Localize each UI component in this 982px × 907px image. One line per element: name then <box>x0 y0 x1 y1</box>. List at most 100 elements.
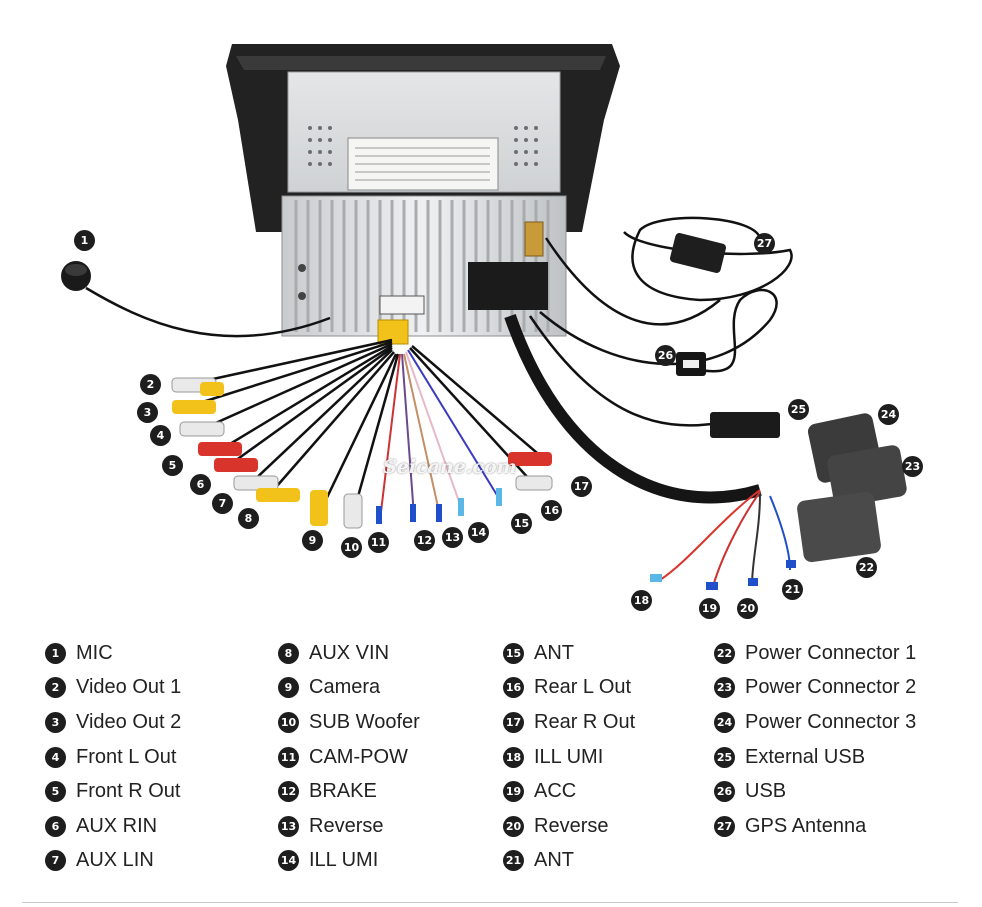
legend-number: 5 <box>45 781 66 803</box>
callout-3: 3 <box>137 402 158 423</box>
gps-antenna <box>544 216 793 326</box>
legend-label: Reverse <box>534 814 609 837</box>
legend-number: 13 <box>278 815 299 837</box>
callout-20: 20 <box>737 598 758 619</box>
callout-24: 24 <box>878 404 899 425</box>
external-usb <box>528 315 780 438</box>
callout-14: 14 <box>468 522 489 543</box>
legend-number: 12 <box>278 781 299 803</box>
legend-item: 4 Front L Out <box>45 740 181 775</box>
legend-number: 24 <box>714 711 735 733</box>
legend-item: 5 Front R Out <box>45 774 181 809</box>
legend-number: 26 <box>714 781 735 803</box>
legend-number: 1 <box>45 642 66 664</box>
legend-label: Power Connector 3 <box>745 710 917 733</box>
legend-number: 19 <box>503 781 524 803</box>
callout-21: 21 <box>782 579 803 600</box>
legend-label: External USB <box>745 745 866 768</box>
vent-holes-right <box>514 126 538 166</box>
legend-item: 10 SUB Woofer <box>278 705 420 740</box>
legend-label: Front L Out <box>76 745 177 768</box>
legend-item: 6 AUX RIN <box>45 809 181 844</box>
legend-label: AUX RIN <box>76 814 158 837</box>
legend-number: 16 <box>503 677 524 699</box>
legend-label: Power Connector 2 <box>745 676 917 699</box>
legend-item: 8 AUX VIN <box>278 636 420 671</box>
callout-19: 19 <box>699 598 720 619</box>
callout-16: 16 <box>541 500 562 521</box>
legend-number: 4 <box>45 746 66 768</box>
legend-label: ACC <box>534 780 577 803</box>
legend-label: ILL UMI <box>534 745 604 768</box>
legend-number: 15 <box>503 642 524 664</box>
rca-harness <box>171 319 796 590</box>
legend-label: SUB Woofer <box>309 710 420 733</box>
legend-item: 16 Rear L Out <box>503 671 635 706</box>
legend-label: Reverse <box>309 814 384 837</box>
callout-12: 12 <box>414 530 435 551</box>
bottom-divider <box>22 902 958 903</box>
legend-number: 9 <box>278 677 299 699</box>
legend-label: MIC <box>76 641 113 664</box>
legend-number: 22 <box>714 642 735 664</box>
legend-label: Video Out 1 <box>76 676 182 699</box>
callout-10: 10 <box>341 537 362 558</box>
legend-number: 17 <box>503 711 524 733</box>
legend-label: GPS Antenna <box>745 814 867 837</box>
callout-9: 9 <box>302 530 323 551</box>
callout-18: 18 <box>631 590 652 611</box>
legend-label: AUX VIN <box>309 641 390 664</box>
callout-26: 26 <box>655 345 676 366</box>
legend-item: 1 MIC <box>45 636 181 671</box>
vent-holes-left <box>308 126 332 166</box>
wiring-diagram: Seicane.com 1 2 3 4 5 6 7 8 9 10 11 12 1… <box>61 44 923 619</box>
legend-number: 3 <box>45 711 66 733</box>
callout-7: 7 <box>212 493 233 514</box>
callout-27: 27 <box>754 233 775 254</box>
legend-number: 18 <box>503 746 524 768</box>
legend-label: Video Out 2 <box>76 710 182 733</box>
legend-item: 26 USB <box>714 774 916 809</box>
callout-8: 8 <box>238 508 259 529</box>
legend-item: 22 Power Connector 1 <box>714 636 916 671</box>
legend-number: 21 <box>503 850 524 872</box>
legend-item: 13 Reverse <box>278 809 420 844</box>
legend-item: 9 Camera <box>278 671 420 706</box>
legend-item: 19 ACC <box>503 774 635 809</box>
legend-label: USB <box>745 780 787 803</box>
callout-13: 13 <box>442 527 463 548</box>
legend-item: 17 Rear R Out <box>503 705 635 740</box>
legend-number: 8 <box>278 642 299 664</box>
callout-1: 1 <box>74 230 95 251</box>
diagram-illustration <box>61 44 907 591</box>
callout-17: 17 <box>571 476 592 497</box>
legend-label: Camera <box>309 676 381 699</box>
usb-cable <box>539 288 778 376</box>
legend-number: 6 <box>45 815 66 837</box>
head-unit <box>226 44 620 337</box>
legend-label: Front R Out <box>76 780 181 803</box>
legend-label: ILL UMI <box>309 849 379 872</box>
callout-22: 22 <box>856 557 877 578</box>
callout-6: 6 <box>190 474 211 495</box>
legend-label: Rear R Out <box>534 710 636 733</box>
legend-item: 3 Video Out 2 <box>45 705 181 740</box>
legend-number: 11 <box>278 746 299 768</box>
legend-label: Power Connector 1 <box>745 641 917 664</box>
legend-label: Rear L Out <box>534 676 632 699</box>
legend-number: 10 <box>278 711 299 733</box>
callout-23: 23 <box>902 456 923 477</box>
callout-4: 4 <box>150 425 171 446</box>
watermark: Seicane.com <box>383 456 517 478</box>
